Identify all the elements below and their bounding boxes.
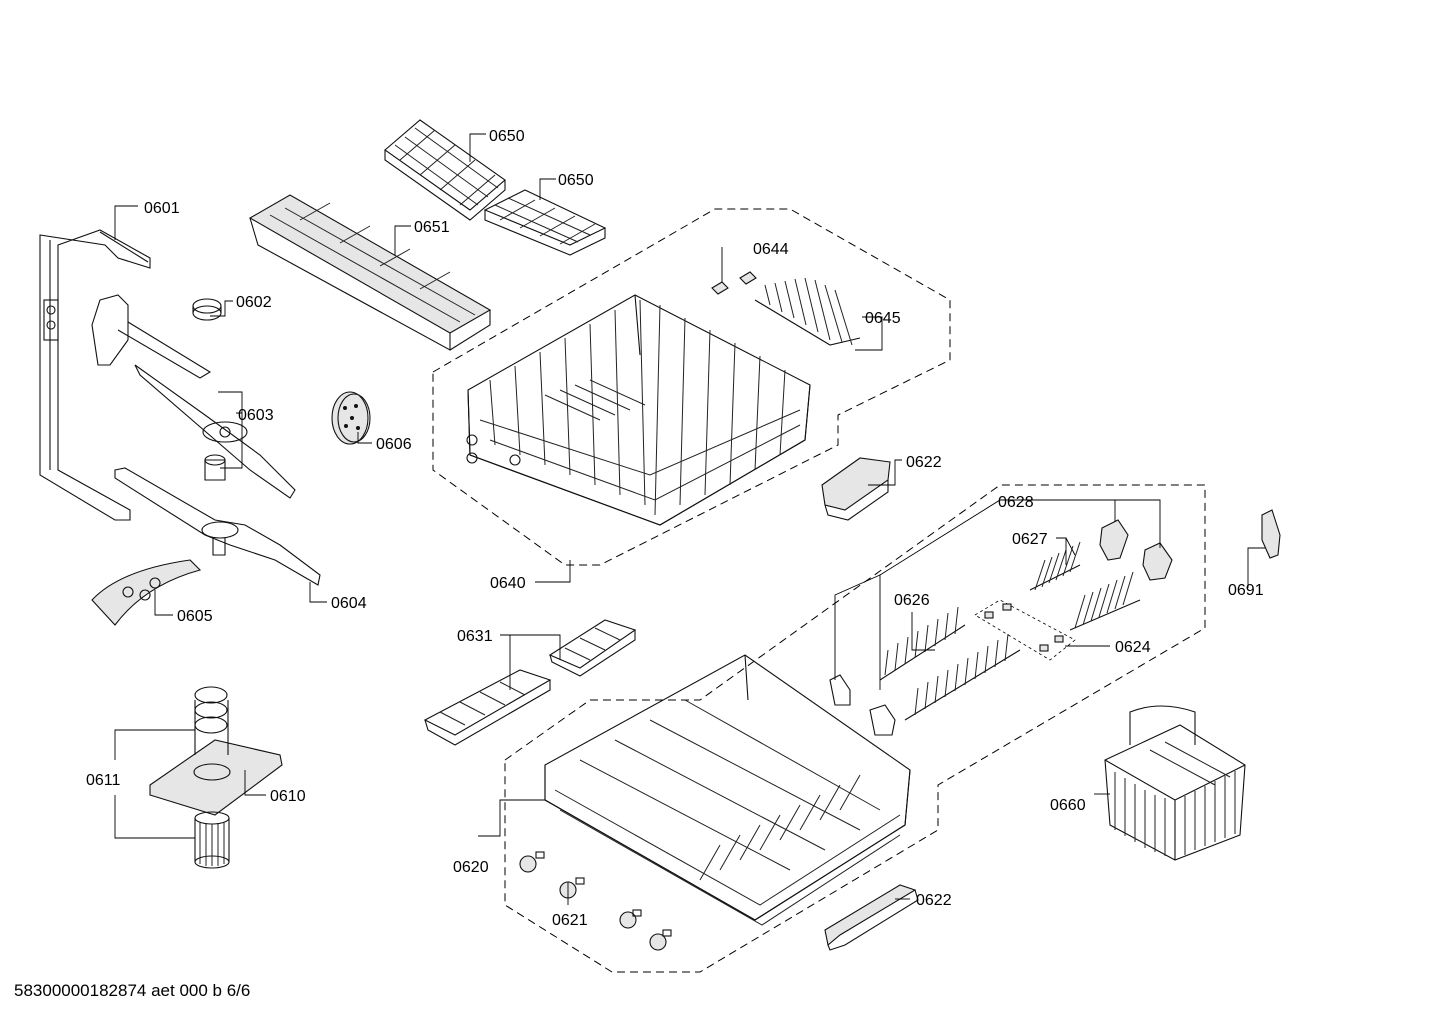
lower-basket-group-outline: [504, 484, 1206, 973]
label-0601: 0601: [144, 200, 180, 217]
filter-plate-part: [149, 686, 283, 816]
nut-ring-part: [192, 298, 222, 321]
label-0602: 0602: [236, 294, 272, 311]
wheels-part: [519, 851, 672, 951]
cutlery-basket-part: [1104, 705, 1246, 861]
cutlery-tray-part: [248, 194, 492, 351]
label-0624: 0624: [1115, 639, 1151, 656]
label-0621: 0621: [552, 912, 588, 929]
label-0650-top: 0650: [489, 128, 525, 145]
label-0631: 0631: [457, 628, 493, 645]
lower-basket-part: [544, 654, 911, 926]
deflector-part: [91, 559, 202, 626]
label-0628: 0628: [998, 494, 1034, 511]
leader-lines: [114, 133, 1265, 905]
label-0604: 0604: [331, 595, 367, 612]
label-0640: 0640: [490, 575, 526, 592]
label-0650-second: 0650: [558, 172, 594, 189]
document-footer-id: 58300000182874 aet 000 b 6/6: [14, 981, 251, 1000]
basket-handle-part-lower: [824, 884, 919, 951]
supply-tube-part: [39, 229, 151, 521]
label-0644: 0644: [753, 241, 789, 258]
label-0605: 0605: [177, 608, 213, 625]
upper-basket-group-outline: [432, 208, 951, 566]
label-0626: 0626: [894, 592, 930, 609]
label-0645: 0645: [865, 310, 901, 327]
label-0622-lower: 0622: [916, 892, 952, 909]
folding-tines-part-0626: [829, 606, 1021, 736]
micro-filter-part: [194, 811, 230, 869]
label-0603: 0603: [238, 407, 274, 424]
label-0606: 0606: [376, 436, 412, 453]
cup-shelf-part-b: [483, 189, 607, 256]
lower-spray-arm-part: [114, 467, 321, 586]
folding-tines-part-0627: [1029, 541, 1141, 631]
tine-rack-part: [754, 277, 861, 346]
bracket-part-0691: [1261, 509, 1281, 559]
cup-shelf-part-lower: [423, 619, 637, 746]
label-0610: 0610: [270, 788, 306, 805]
upper-basket-part: [466, 294, 811, 526]
disc-filter-part: [331, 391, 371, 445]
label-0611: 0611: [86, 772, 121, 789]
upper-spray-arm-part: [91, 294, 296, 499]
label-0622-upper: 0622: [906, 454, 942, 471]
label-0691: 0691: [1228, 582, 1264, 599]
clips-part: [711, 271, 757, 295]
label-0660: 0660: [1050, 797, 1086, 814]
label-0620: 0620: [453, 859, 489, 876]
label-0627: 0627: [1012, 531, 1048, 548]
clip-set-part-0624: [974, 599, 1076, 661]
basket-handle-part-upper: [821, 457, 891, 521]
label-0651: 0651: [414, 219, 450, 236]
cup-shelf-part-a: [384, 119, 506, 221]
rack-holders-part: [1099, 519, 1173, 581]
